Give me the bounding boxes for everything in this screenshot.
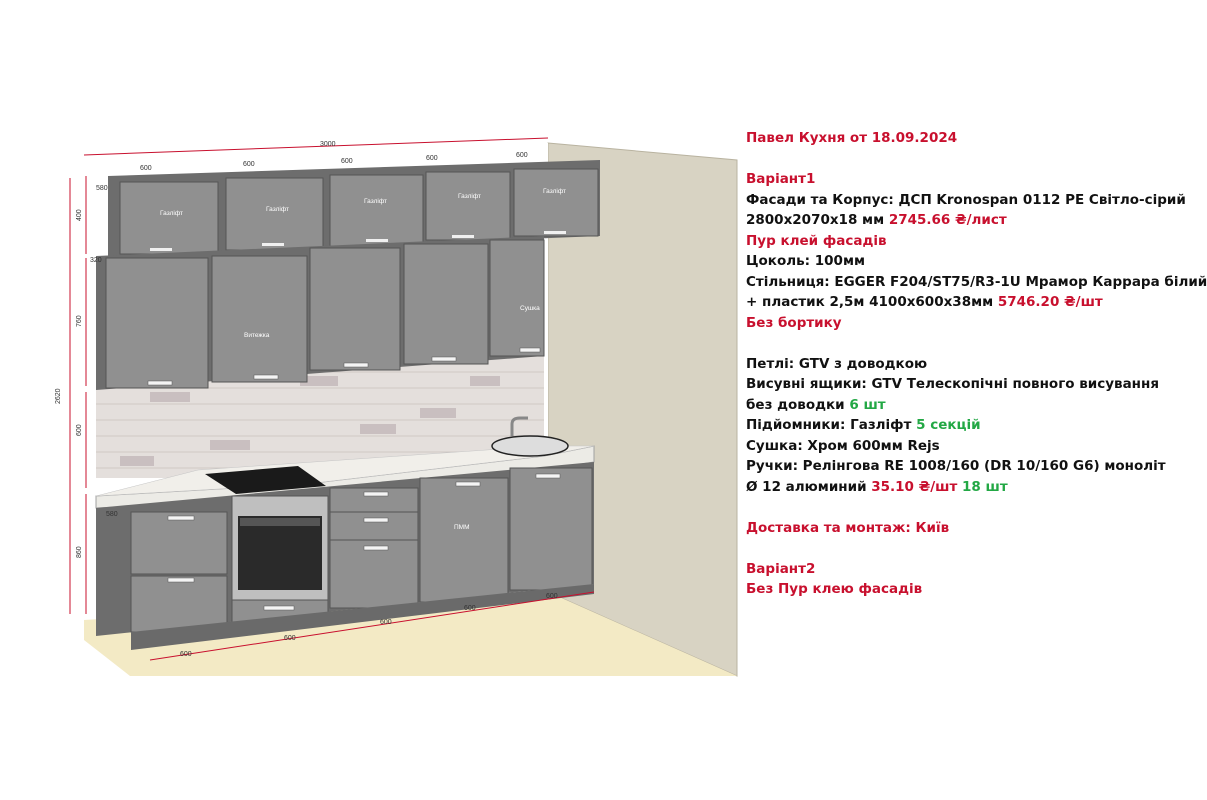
lift-label-5: Газліфт xyxy=(543,187,566,195)
base-drawer-5 xyxy=(329,539,419,609)
dim-bottom-5: 600 xyxy=(546,593,558,600)
upper-top-door-5 xyxy=(513,168,599,237)
facades-price: 2745.66 ₴/лист xyxy=(888,212,1007,228)
base-drawer-2 xyxy=(130,575,228,633)
dryer-line: Сушка: Хром 600мм Rejs xyxy=(746,437,940,454)
handles-qty: 18 шт xyxy=(957,478,1008,495)
dim-bottom-2: 600 xyxy=(284,635,296,642)
lifts-label: Підйомники: Газліфт xyxy=(746,417,917,433)
drawers-line: Висувні ящики: GTV Телескопічні повного … xyxy=(746,376,1160,392)
dim-top-4: 600 xyxy=(426,155,438,162)
pur-glue-line: Пур клей фасадів xyxy=(746,232,887,249)
upper-top-cabinets: Газліфт Газліфт Газліфт Газліфт Газліфт xyxy=(108,160,600,256)
dim-bottom-1: 600 xyxy=(180,651,192,658)
document-title: Павел Кухня от 18.09.2024 xyxy=(746,130,958,146)
no-edge-line: Без бортику xyxy=(746,314,842,331)
lifts-qty: 5 секцій xyxy=(916,417,981,433)
upper-top-door-1 xyxy=(119,181,219,255)
drawers-note: без доводки xyxy=(746,396,850,413)
lifts-line: Підйомники: Газліфт 5 секцій xyxy=(746,415,1196,436)
dishwasher-door xyxy=(419,477,509,603)
handles-line: Ручки: Релінгова RE 1008/160 (DR 10/160 … xyxy=(746,458,1166,474)
dim-total-width: 3000 xyxy=(320,141,336,148)
upper-door-5 xyxy=(489,239,545,357)
upper-door-2 xyxy=(211,255,308,383)
dim-backsplash: 600 xyxy=(76,424,83,436)
drawers-qty: 6 шт xyxy=(849,396,886,413)
dim-total-height: 2620 xyxy=(55,388,62,404)
countertop-line: Стільниця: EGGER F204/ST75/R3-1U Мрамор … xyxy=(746,273,1207,290)
variant2-title: Варіант2 xyxy=(746,560,816,577)
kitchen-drawing: Газліфт Газліфт Газліфт Газліфт Газліфт … xyxy=(55,137,738,677)
upper-door-3 xyxy=(309,247,401,371)
handles-price: 35.10 ₴/шт xyxy=(871,478,958,495)
facades-line: Фасади та Корпус: ДСП Kronospan 0112 PE … xyxy=(746,191,1186,208)
upper-top-door-4 xyxy=(425,171,511,241)
countertop-size-line: + пластик 2,5м 4100x600x38мм 5746.20 ₴/ш… xyxy=(746,292,1196,313)
dim-base: 860 xyxy=(76,546,83,558)
dim-top-2: 600 xyxy=(243,161,255,168)
countertop-price: 5746.20 ₴/шт xyxy=(997,294,1103,310)
lift-label-2: Газліфт xyxy=(266,205,289,213)
hood-label: Витежка xyxy=(244,332,270,339)
dim-upper-bottom: 760 xyxy=(76,315,83,327)
dim-bottom-4: 600 xyxy=(464,605,476,612)
base-door-sink xyxy=(509,467,593,591)
base-cabinets: ПММ xyxy=(96,462,594,650)
lift-label-4: Газліфт xyxy=(458,192,481,200)
dim-top-1: 600 xyxy=(140,165,152,172)
delivery-line: Доставка та монтаж: Київ xyxy=(746,519,950,536)
upper-bottom-cabinets: Витежка Сушка xyxy=(96,236,545,390)
variant1-title: Варіант1 xyxy=(746,171,816,187)
lift-label-3: Газліфт xyxy=(364,197,387,205)
specification-text: Павел Кухня от 18.09.2024 Варіант1 Фасад… xyxy=(746,128,1207,600)
faucet xyxy=(510,416,528,436)
base-drawer-4 xyxy=(329,511,419,541)
hob xyxy=(205,466,326,494)
dim-depth-base: 580 xyxy=(106,511,118,518)
upper-door-4 xyxy=(403,243,489,365)
lift-label-1: Газліфт xyxy=(160,209,183,217)
dim-depth-upper-bottom: 320 xyxy=(90,257,102,264)
dim-bottom-3: 600 xyxy=(380,619,392,626)
facades-size: 2800x2070x18 мм xyxy=(746,212,889,228)
handles-price-line: Ø 12 алюминий 35.10 ₴/шт 18 шт xyxy=(746,477,1196,498)
upper-door-1 xyxy=(105,257,209,389)
hinges-line: Петлі: GTV з доводкою xyxy=(746,355,928,372)
facades-size-line: 2800x2070x18 мм 2745.66 ₴/лист xyxy=(746,210,1196,231)
plinth-line: Цоколь: 100мм xyxy=(746,253,866,269)
dim-top-3: 600 xyxy=(341,158,353,165)
dim-depth-upper-top: 580 xyxy=(96,185,108,192)
base-drawer-1 xyxy=(130,511,228,575)
dim-top-5: 600 xyxy=(516,152,528,159)
top-dimensions: 3000 600 600 600 600 600 xyxy=(83,137,549,172)
upper-top-door-2 xyxy=(225,177,324,251)
handles-material: Ø 12 алюминий xyxy=(746,478,872,495)
upper-top-door-3 xyxy=(329,174,424,247)
sink xyxy=(491,435,569,457)
bottom-dimensions: 600 600 600 600 600 xyxy=(149,591,595,661)
dishwasher-label: ПММ xyxy=(454,524,470,531)
left-dimensions: 2620 400 760 600 860 580 320 580 xyxy=(55,176,118,614)
variant2-note: Без Пур клею фасадів xyxy=(746,581,923,597)
drawers-qty-line: без доводки 6 шт xyxy=(746,395,1196,416)
backsplash-tile-accents xyxy=(120,376,500,466)
dryer-label: Сушка xyxy=(520,305,540,312)
countertop-size: + пластик 2,5м 4100x600x38мм xyxy=(746,294,998,310)
dim-upper-top: 400 xyxy=(76,209,83,221)
